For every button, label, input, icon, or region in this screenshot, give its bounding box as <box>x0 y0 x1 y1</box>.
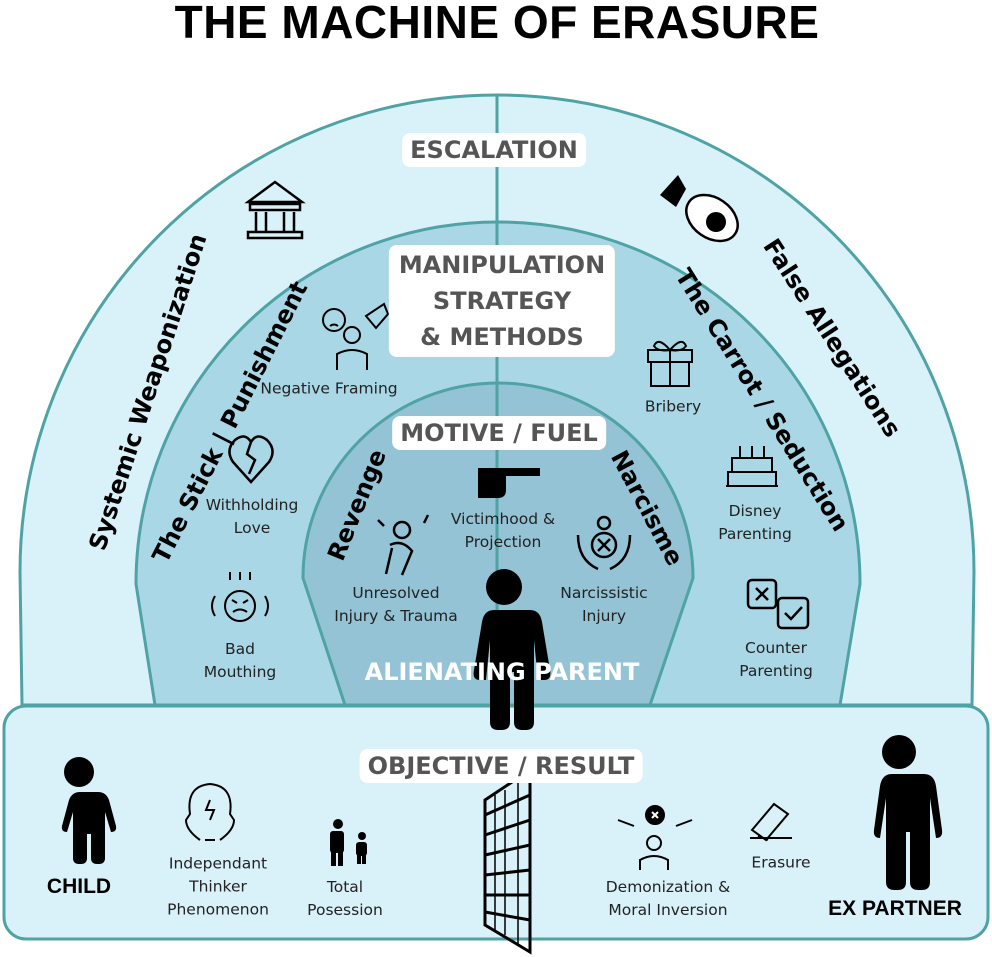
wall-icon <box>483 767 532 955</box>
victimhood-label: Victimhood & Projection <box>450 510 556 551</box>
heads-lightbulb-icon <box>184 782 236 841</box>
counter-parenting-label: Counter Parenting <box>739 639 813 680</box>
erasure-label: Erasure <box>751 853 811 872</box>
demonization-label: Demonization & Moral Inversion <box>605 878 731 919</box>
broken-heart-icon <box>228 435 274 484</box>
motive-label: MOTIVE / FUEL <box>392 416 606 450</box>
escalation-label: ESCALATION <box>402 133 586 167</box>
courthouse-icon <box>244 180 306 240</box>
pointing-at-sad-person-icon <box>322 302 390 370</box>
angry-face-icon <box>211 572 269 622</box>
bomb-icon <box>660 175 739 243</box>
cake-icon <box>726 446 778 487</box>
eraser-icon <box>750 802 792 842</box>
negative-framing-label: Negative Framing <box>260 379 398 398</box>
check-cross-boxes-icon <box>746 578 810 630</box>
parent-child-icon <box>330 819 367 866</box>
pointing-hand-icon <box>478 468 540 498</box>
bad-mouthing-label: Bad Mouthing <box>203 640 277 681</box>
total-possession-label: Total Posession <box>307 878 383 919</box>
independent-thinker-label: Independant Thinker Phenomenon <box>167 854 269 919</box>
objective-label: OBJECTIVE / RESULT <box>359 749 643 783</box>
disney-parenting-label: Disney Parenting <box>718 502 792 543</box>
blame-fingers-icon <box>617 805 693 870</box>
page-title: THE MACHINE OF ERASURE <box>174 0 820 48</box>
unresolved-injury-label: Unresolved Injury & Trauma <box>334 584 458 625</box>
child-label: CHILD <box>46 875 112 898</box>
bribery-label: Bribery <box>644 397 702 416</box>
ex-partner-label: EX PARTNER <box>828 897 962 920</box>
manipulation-label: MANIPULATION STRATEGY & METHODS <box>388 245 616 357</box>
hands-holding-heart-icon <box>576 515 632 571</box>
hurt-person-icon <box>377 514 430 576</box>
alienating-parent-figure <box>473 569 551 730</box>
ex-partner-figure <box>873 735 943 890</box>
child-figure <box>60 757 117 864</box>
alienating-parent-label: ALIENATING PARENT <box>364 658 640 686</box>
gift-icon <box>647 340 693 387</box>
narcissistic-injury-label: Narcissistic Injury <box>560 584 648 625</box>
withholding-love-label: Withholding Love <box>205 496 299 537</box>
